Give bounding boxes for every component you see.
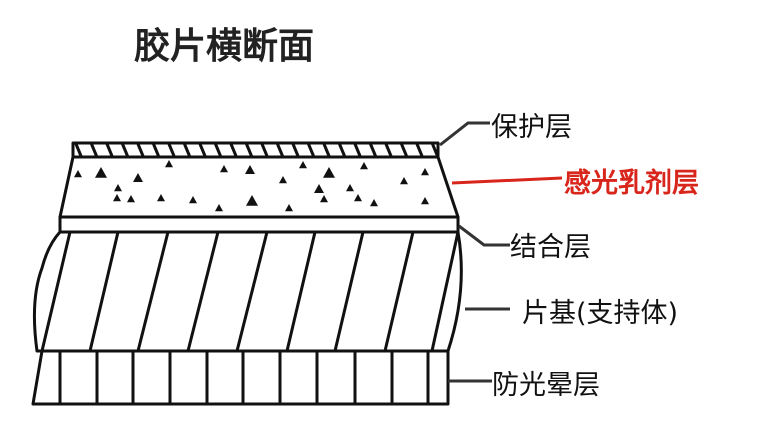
protective-hatch	[90, 143, 98, 157]
protective-hatch	[431, 143, 439, 157]
silver-halide-grain	[370, 199, 378, 207]
protective-hatch	[400, 143, 408, 157]
silver-halide-grain	[360, 162, 368, 170]
silver-halide-grain	[314, 184, 324, 193]
antihalation-layer	[31, 349, 450, 406]
label-protective-text: 保护层	[491, 112, 572, 143]
silver-halide-grain	[285, 204, 293, 212]
silver-halide-grain	[114, 184, 122, 192]
base-stripe	[40, 231, 72, 352]
silver-halide-grain	[421, 197, 429, 205]
silver-halide-grain	[165, 160, 173, 168]
silver-halide-grain	[245, 165, 255, 174]
label-antihalation-text: 防光晕层	[492, 370, 600, 401]
silver-halide-grain	[354, 194, 362, 202]
protective-hatch	[214, 143, 222, 157]
protective-hatch	[276, 143, 284, 157]
protective-hatch	[353, 143, 362, 157]
protective-hatch	[121, 143, 129, 157]
protective-hatch	[415, 143, 424, 157]
silver-halide-grain	[421, 168, 429, 176]
base-stripe	[88, 231, 120, 352]
protective-hatch	[307, 143, 315, 157]
silver-halide-grain	[299, 161, 307, 169]
base-stripe	[285, 231, 317, 352]
base-stripe	[430, 231, 460, 352]
silver-halide-grain	[74, 170, 82, 178]
protective-hatch	[152, 143, 160, 157]
silver-halide-grain	[279, 176, 287, 184]
silver-halide-grain	[189, 196, 197, 204]
silver-halide-grain	[133, 173, 143, 182]
label-antihalation: 防光晕层	[448, 370, 600, 401]
silver-halide-grain	[346, 184, 354, 192]
protective-hatch	[229, 143, 238, 157]
silver-halide-grain	[127, 195, 135, 203]
silver-halide-grain	[95, 167, 107, 178]
base-stripe	[383, 231, 415, 352]
label-binder-text: 结合层	[510, 232, 591, 263]
protective-hatch	[167, 143, 176, 157]
base-stripe	[186, 231, 220, 352]
protective-hatch	[384, 143, 393, 157]
binder-layer	[58, 215, 460, 234]
protective-hatch	[291, 143, 300, 157]
label-base-text: 片基(支持体)	[522, 298, 678, 329]
base-stripe	[136, 231, 170, 352]
label-emulsion-text: 感光乳剂层	[564, 167, 699, 199]
label-protective: 保护层	[439, 112, 572, 147]
diagram-title: 胶片横断面	[134, 26, 314, 67]
silver-halide-grain	[113, 194, 121, 202]
protective-hatch	[338, 143, 346, 157]
protective-hatch	[183, 143, 191, 157]
base-stripe	[333, 231, 365, 352]
protective-hatch	[369, 143, 377, 157]
protective-layer	[71, 141, 440, 159]
base-layer	[32, 230, 463, 353]
silver-halide-grain	[320, 195, 328, 203]
label-emulsion: 感光乳剂层	[451, 167, 699, 199]
protective-hatch	[105, 143, 114, 157]
emulsion-layer	[58, 155, 460, 219]
label-base: 片基(支持体)	[465, 298, 678, 329]
base-stripe	[235, 231, 269, 352]
protective-hatch	[198, 143, 207, 157]
protective-hatch	[136, 143, 145, 157]
silver-halide-grain	[157, 194, 165, 202]
silver-halide-grain	[220, 165, 228, 173]
silver-halide-grain	[323, 167, 335, 178]
silver-halide-grain	[400, 177, 408, 185]
protective-hatch	[245, 143, 253, 157]
protective-hatch	[322, 143, 331, 157]
protective-hatch	[260, 143, 269, 157]
silver-halide-grain	[246, 195, 258, 206]
protective-hatch	[74, 143, 83, 157]
label-binder: 结合层	[458, 224, 591, 263]
silver-halide-grain	[215, 204, 223, 212]
